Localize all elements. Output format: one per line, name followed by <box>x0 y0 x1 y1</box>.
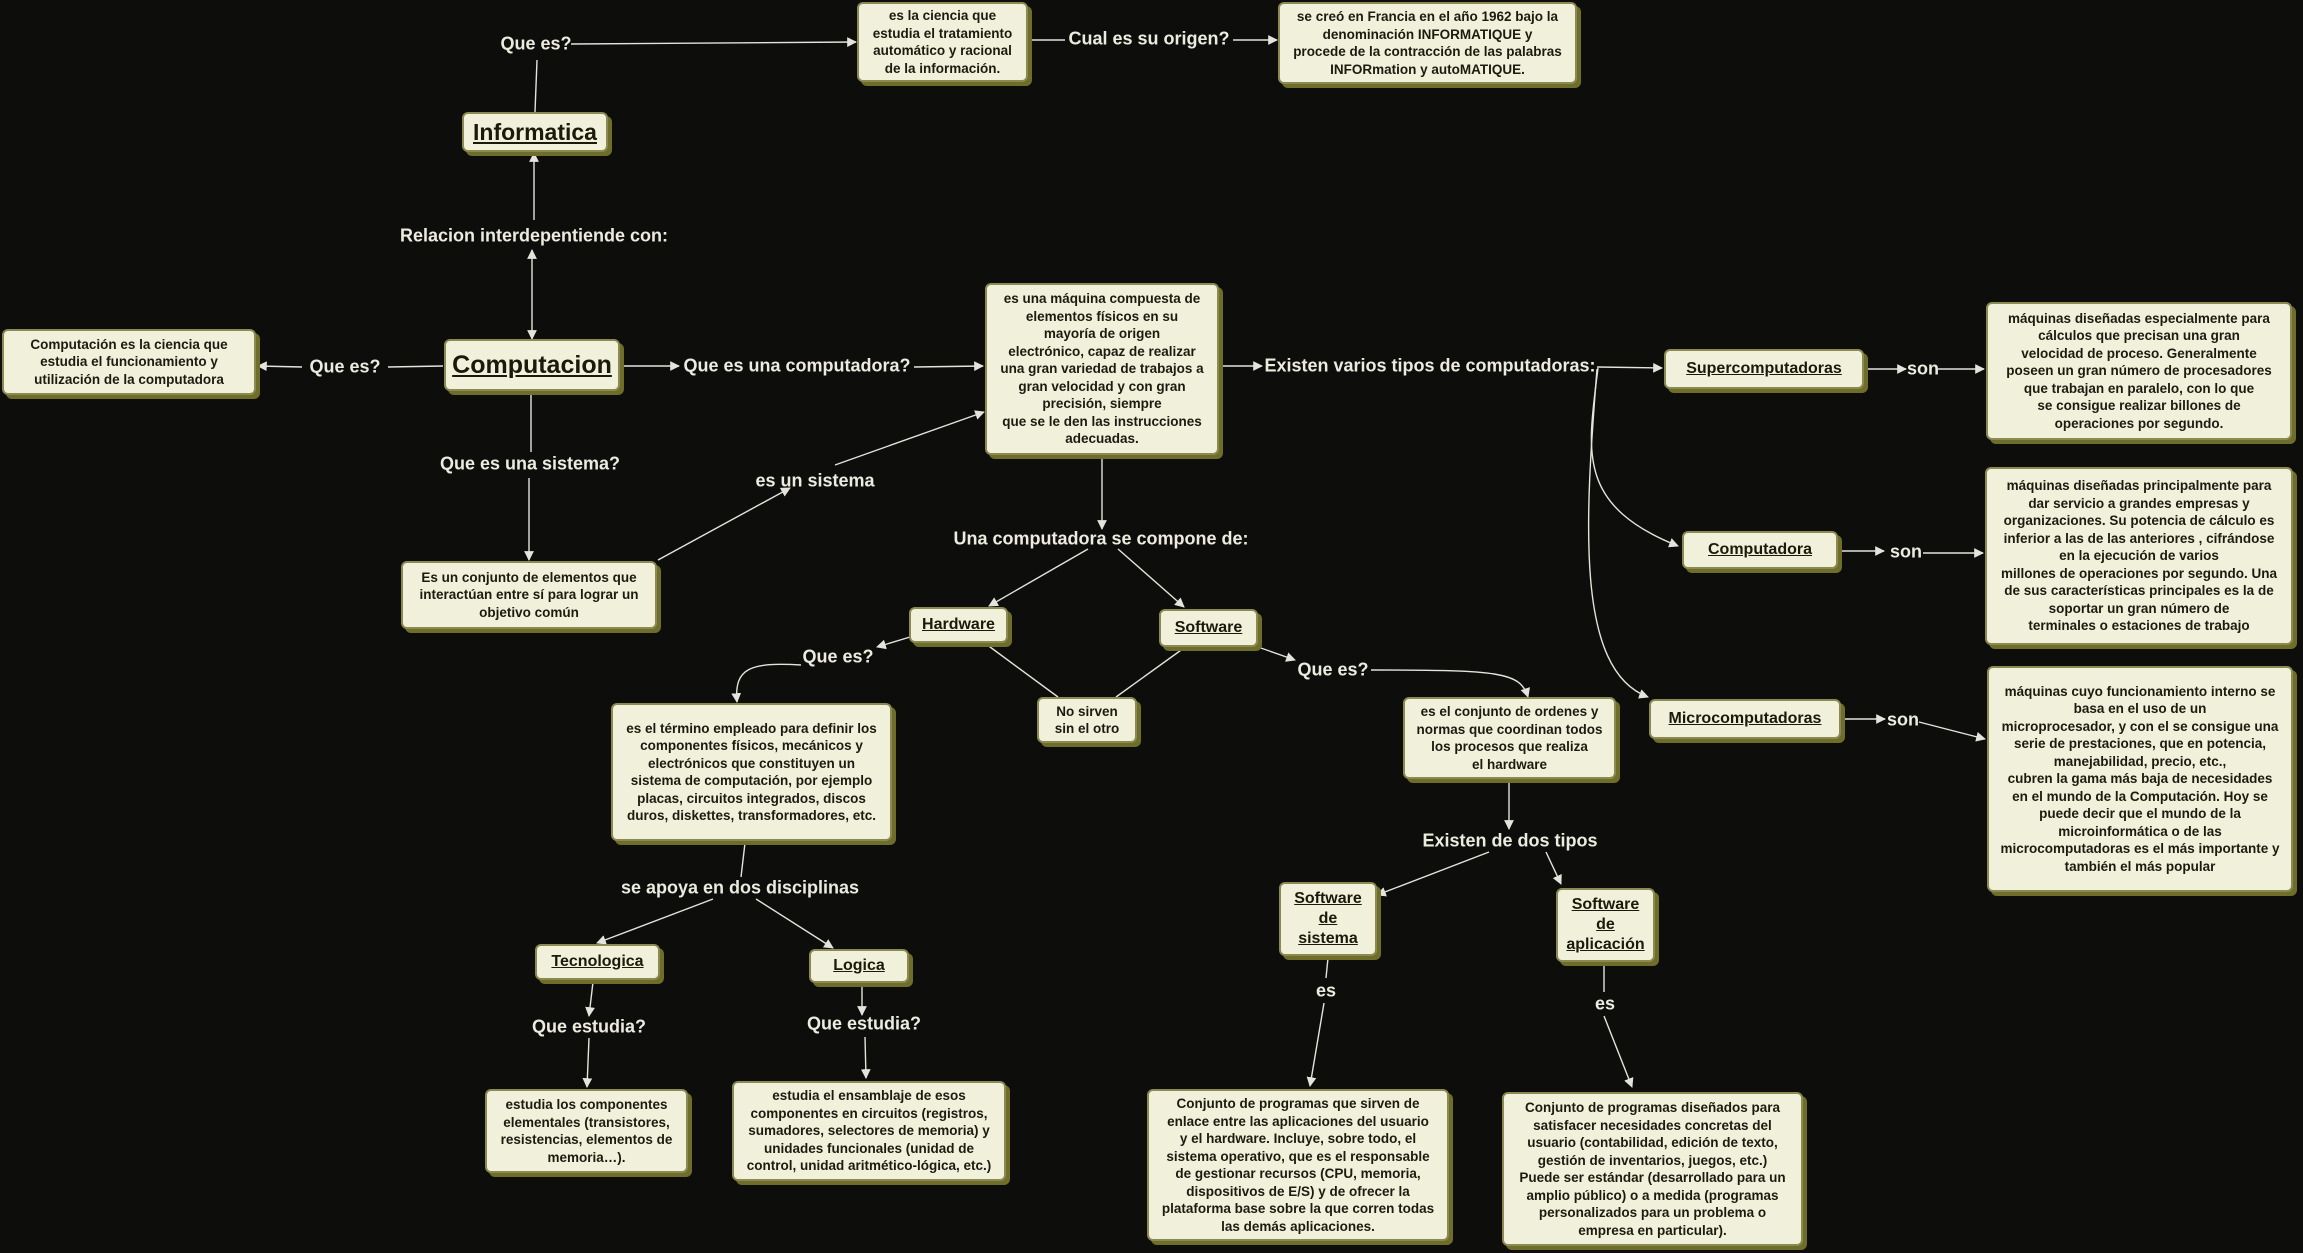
node-def-logica: estudia el ensamblaje de esos componente… <box>732 1081 1006 1181</box>
node-sw-aplicacion-label: Software de aplicación <box>1566 896 1645 953</box>
node-hardware: Hardware <box>909 607 1008 643</box>
wire-esUnSistema-defComputadora <box>834 410 985 466</box>
label-relacion: Relacion interdepentiende con: <box>399 225 669 246</box>
node-def-informatica: es la ciencia que estudia el tratamiento… <box>857 2 1028 82</box>
wire-tipos-computadora <box>1590 367 1679 548</box>
label-se-compone: Una computadora se compone de: <box>953 528 1249 549</box>
wire-queEs-defSoftware <box>1370 669 1530 698</box>
node-tecnologica-label: Tecnologica <box>551 953 644 970</box>
wire-tecnologica-estudia <box>585 981 595 1017</box>
node-hardware-label: Hardware <box>922 616 995 633</box>
label-que-estudia-1: Que estudia? <box>531 1016 647 1037</box>
node-tecnologica: Tecnologica <box>535 944 660 980</box>
node-microcomputadoras-label: Microcomputadoras <box>1668 710 1822 727</box>
label-existen-tipos: Existen varios tipos de computadoras: <box>1264 355 1596 376</box>
wire-defSistema-esUnSistema <box>657 487 791 561</box>
node-def-micro: máquinas cuyo funcionamiento interno se … <box>1987 666 2293 892</box>
label-son-3: son <box>1886 709 1920 730</box>
label-que-es-hw: Que es? <box>802 646 874 667</box>
label-que-estudia-2: Que estudia? <box>806 1013 922 1034</box>
node-computadora: Computadora <box>1682 531 1838 569</box>
wire-queEs-defHardware <box>731 663 802 703</box>
wire-tipos-micro <box>1587 368 1649 699</box>
node-def-computadora: es una máquina compuesta de elementos fí… <box>985 283 1219 455</box>
label-es-1: es <box>1315 980 1337 1001</box>
wire-queEsComputadora-def <box>913 361 984 372</box>
node-informatica-label: Informatica <box>473 118 597 145</box>
node-computacion: Computacion <box>444 339 620 391</box>
wire-queEs-def <box>570 37 857 47</box>
wire-estudia-defTec <box>582 1037 593 1088</box>
wire-tipos-super <box>1596 362 1663 373</box>
wire-software-nosirven <box>1115 647 1185 698</box>
node-def-tecnologica: estudia los componentes elementales (tra… <box>485 1089 688 1173</box>
wire-es-defSwSistema <box>1306 1002 1325 1087</box>
node-def-hardware: es el término empleado para definir los … <box>611 703 892 841</box>
label-existen-dos: Existen de dos tipos <box>1422 830 1598 851</box>
label-que-es-sw: Que es? <box>1297 659 1369 680</box>
node-sw-sistema: Software de sistema <box>1279 882 1377 956</box>
wire-informatica-queEs <box>534 59 538 113</box>
label-cual-origen: Cual es su origen? <box>1068 28 1230 49</box>
wire-compone-software <box>1117 548 1185 608</box>
wire-defHardware-apoya <box>740 842 746 878</box>
wire-computacion-queEs <box>387 365 444 368</box>
label-que-es-1: Que es? <box>500 33 572 54</box>
wire-apoya-tecnologica <box>596 898 714 945</box>
node-origen: se creó en Francia en el año 1962 bajo l… <box>1278 2 1577 84</box>
node-logica: Logica <box>809 949 909 983</box>
node-def-super: máquinas diseñadas especialmente para cá… <box>1986 302 2292 440</box>
node-sw-sistema-label: Software de sistema <box>1294 890 1362 947</box>
node-def-sw-aplicacion: Conjunto de programas diseñados para sat… <box>1502 1092 1803 1246</box>
label-es-un-sistema: es un sistema <box>755 470 875 491</box>
node-no-sirven: No sirven sin el otro <box>1037 697 1137 743</box>
node-def-compu: máquinas diseñadas principalmente para d… <box>1985 467 2293 645</box>
label-es-2: es <box>1594 993 1616 1014</box>
label-son-1: son <box>1906 358 1940 379</box>
node-informatica: Informatica <box>462 112 608 152</box>
wire-tipos-swAplicacion <box>1545 851 1562 885</box>
label-son-2: son <box>1889 541 1923 562</box>
node-computadora-label: Computadora <box>1708 541 1812 558</box>
wire-son-defMicro <box>1918 721 1986 742</box>
wire-queEs-def <box>257 361 303 372</box>
label-se-apoya: se apoya en dos disciplinas <box>620 877 860 898</box>
node-microcomputadoras: Microcomputadoras <box>1649 699 1841 739</box>
wire-software-queEs <box>1257 646 1296 662</box>
wire-compone-hardware <box>988 548 1089 607</box>
label-que-es-sistema: Que es una sistema? <box>439 453 621 474</box>
wire-swSistema-es <box>1325 957 1329 979</box>
node-def-sistema: Es un conjunto de elementos que interact… <box>401 561 657 629</box>
wire-apoya-logica <box>755 898 834 949</box>
node-def-software: es el conjunto de ordenes y normas que c… <box>1403 697 1616 779</box>
wire-es-defSwAplicacion <box>1603 1015 1634 1088</box>
label-que-es-2: Que es? <box>309 356 381 377</box>
node-software-label: Software <box>1174 619 1243 636</box>
wire-tipos-swSistema <box>1376 851 1490 897</box>
node-supercomputadoras: Supercomputadoras <box>1664 349 1864 389</box>
label-que-es-computadora: Que es una computadora? <box>683 355 911 376</box>
node-def-sw-sistema: Conjunto de programas que sirven de enla… <box>1147 1089 1449 1241</box>
node-logica-label: Logica <box>833 957 885 974</box>
wire-hardware-queEs <box>876 636 911 650</box>
node-computacion-label: Computacion <box>452 350 612 379</box>
node-software: Software <box>1159 609 1258 647</box>
node-sw-aplicacion: Software de aplicación <box>1556 888 1655 962</box>
wire-hardware-nosirven <box>985 643 1059 698</box>
wire-estudia-defLog <box>860 1036 871 1079</box>
node-supercomputadoras-label: Supercomputadoras <box>1686 360 1842 377</box>
node-def-computacion: Computación es la ciencia que estudia el… <box>2 329 256 395</box>
